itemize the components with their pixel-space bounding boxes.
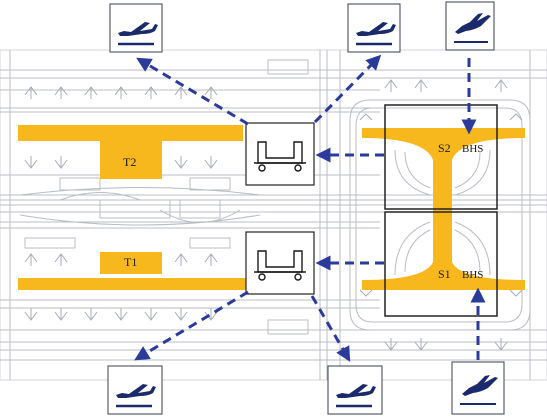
baggage-cart-icon (245, 231, 315, 295)
terminal-t2-concourse (18, 125, 243, 141)
terminal-t1: T1 (18, 252, 246, 290)
airport-plan-background (0, 49, 547, 381)
satellite-s1-label: S1 (438, 267, 451, 281)
terminal-t1-main-building (100, 252, 162, 274)
plane-takeoff-icon (109, 3, 163, 53)
satellite-s1-building (362, 212, 525, 290)
satellite-s1: S1 BHS (362, 212, 525, 290)
terminal-t2-label: T2 (123, 155, 136, 169)
satellite-s2: S2 BHS (362, 128, 525, 212)
arrow-cart-to-departure-bottom-center (310, 295, 351, 362)
plane-takeoff-icon (327, 365, 383, 415)
satellite-s2-building (362, 128, 525, 212)
bhs-box-s2 (384, 104, 498, 210)
arrow-cart-to-departure-bottom-left (134, 290, 249, 361)
plane-landing-icon (451, 361, 505, 415)
satellite-s2-label: S2 (438, 141, 451, 155)
terminal-t1-label: T1 (124, 255, 137, 269)
satellite-s1-bhs-label: BHS (462, 269, 483, 281)
terminal-t2-main-building (100, 141, 162, 179)
flow-arrows (134, 54, 486, 362)
plane-landing-icon (445, 1, 495, 51)
plane-takeoff-icon (107, 365, 163, 415)
terminal-t2: T2 (18, 125, 243, 179)
plane-takeoff-icon (347, 3, 401, 53)
baggage-cart-icon (245, 122, 315, 186)
bhs-box-s1 (384, 211, 498, 317)
satellite-s2-bhs-label: BHS (462, 143, 483, 155)
arrow-cart-to-departure-top-left (136, 57, 249, 126)
terminal-t1-concourse (18, 278, 246, 290)
